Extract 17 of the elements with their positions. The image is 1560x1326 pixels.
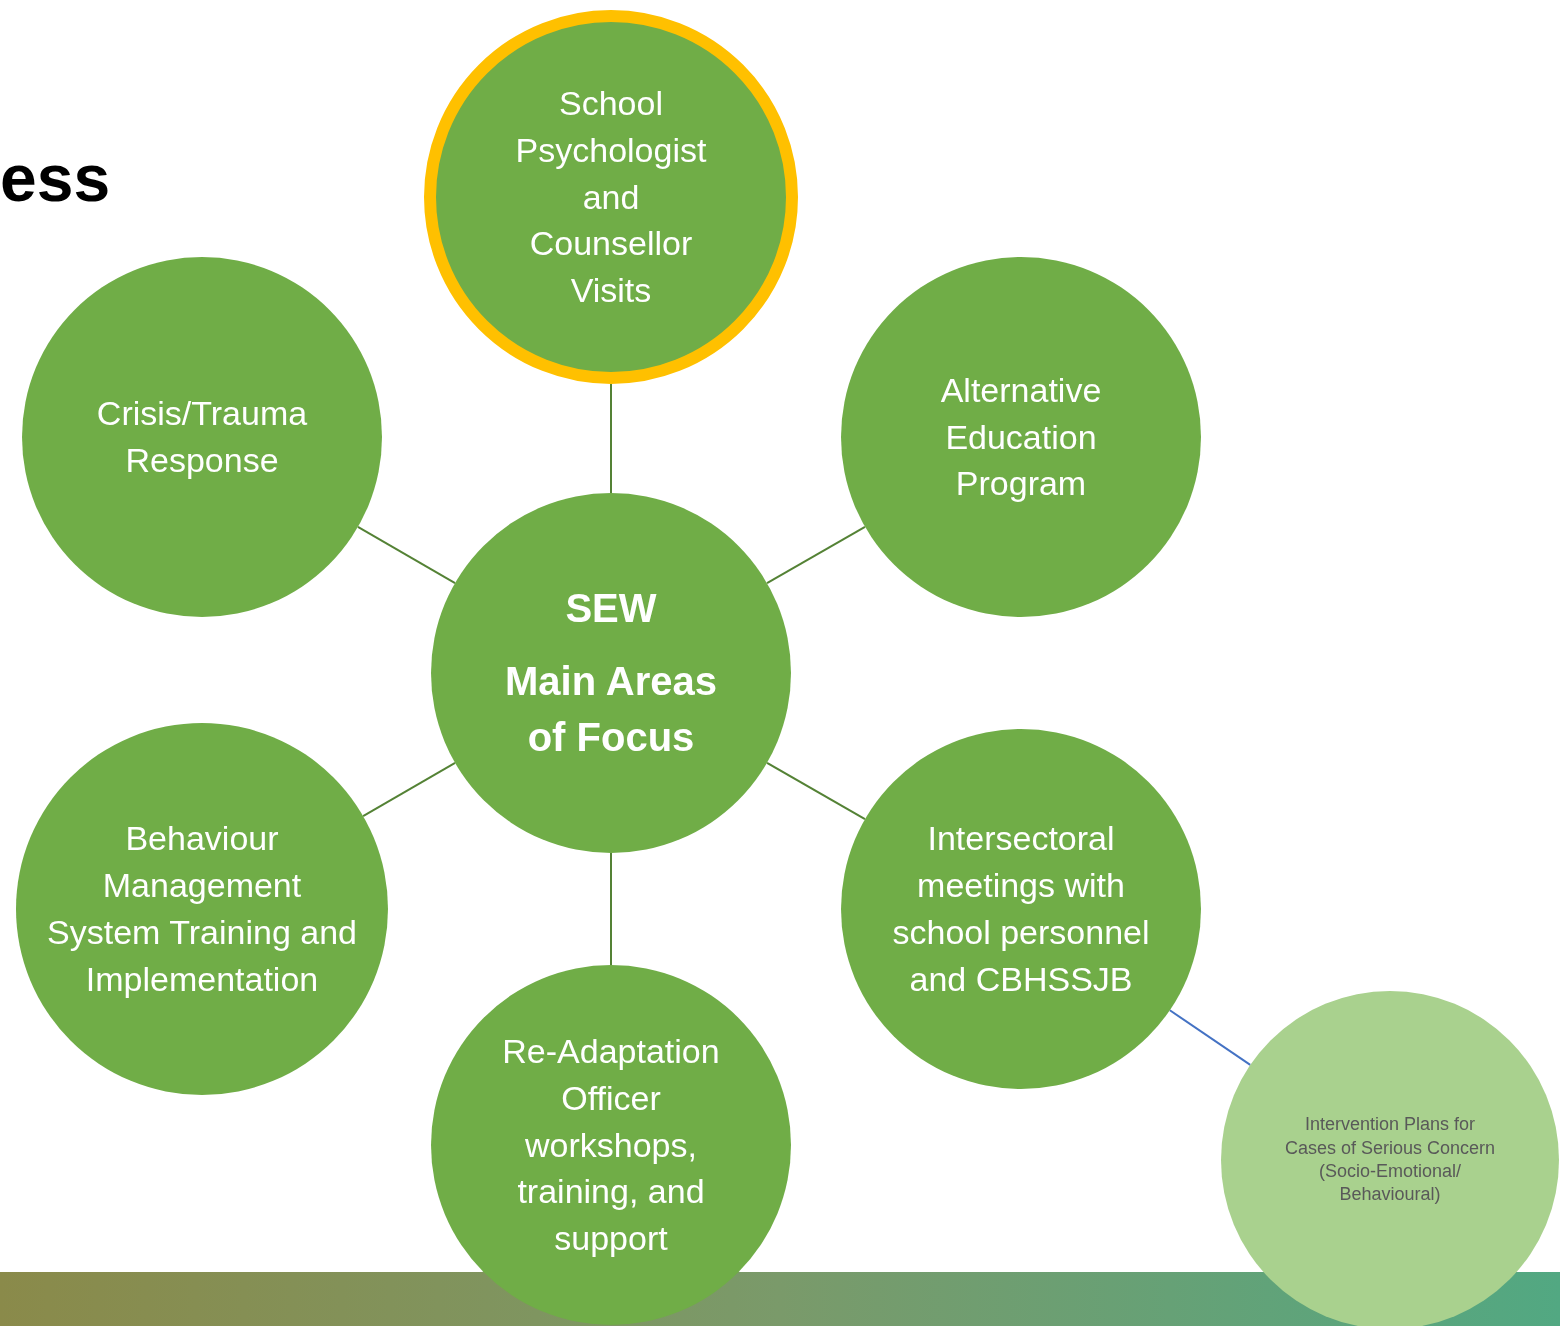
connector-line	[362, 761, 457, 818]
connector-line	[766, 761, 866, 821]
circle-label: Intervention Plans for Cases of Serious Concern (Socio-Emotional/ Behavioural)	[1283, 1113, 1497, 1207]
title: ess	[0, 140, 111, 216]
circle-label: SEW	[565, 585, 657, 633]
connector-line	[610, 852, 612, 966]
circle-label: Alternative Education Program	[939, 369, 1103, 505]
circle-label: Main Areas of Focus	[504, 658, 718, 761]
connector-line	[356, 525, 457, 585]
circle-label: School Psychologist and Counsellor Visits	[514, 82, 708, 312]
connector-line	[610, 383, 612, 494]
connector-line	[1168, 1009, 1252, 1066]
connector-line	[766, 525, 866, 585]
circle-label: Crisis/Trauma Response	[95, 393, 309, 481]
circle-label: Re-Adaptation Officer workshops, training, and support	[501, 1030, 721, 1260]
circle-label: Behaviour Management System Training and Implementation	[46, 818, 358, 1000]
circle-label: Intersectoral meetings with school personnel and CBHSSJB	[891, 818, 1151, 1000]
